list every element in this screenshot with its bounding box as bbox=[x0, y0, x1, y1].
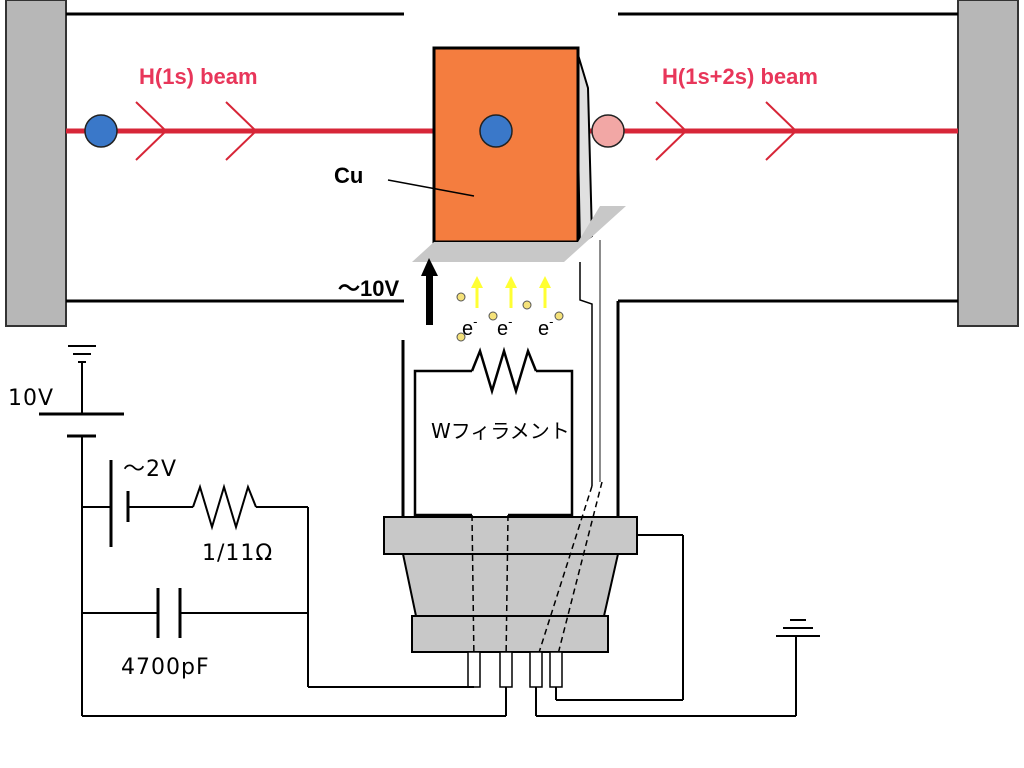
electron-arrow-icon bbox=[539, 276, 551, 308]
battery-10v-label: 10V bbox=[8, 386, 54, 411]
atom-2s-icon bbox=[591, 114, 625, 148]
target-label-leader bbox=[387, 179, 475, 197]
feedthrough-internal-line bbox=[555, 481, 603, 663]
electron-dot-icon bbox=[488, 311, 498, 321]
target-block bbox=[432, 46, 580, 244]
feedthrough-internal-line bbox=[471, 514, 475, 663]
feedthrough-pin bbox=[529, 651, 543, 688]
beam-line: H(1s) beam H(1s+2s) beam bbox=[66, 64, 958, 161]
vacuum-chamber bbox=[5, 0, 1019, 520]
resistor-icon bbox=[192, 483, 257, 531]
battery-2v-label: ～2V bbox=[123, 457, 177, 482]
beam-label-right: H(1s+2s) beam bbox=[662, 64, 818, 89]
electron-label: e- bbox=[462, 314, 477, 340]
filament-assembly: Wフィラメント bbox=[413, 240, 601, 517]
accel-arrow-icon bbox=[421, 258, 438, 325]
electron-arrow-icon bbox=[505, 276, 517, 308]
electron-dot-icon bbox=[522, 300, 532, 310]
feedthrough-flange bbox=[383, 481, 638, 688]
electron-dot-icon bbox=[554, 311, 564, 321]
filament-loop bbox=[508, 369, 574, 517]
plate-lead-wire bbox=[579, 262, 593, 486]
resistor-label: 1/11Ω bbox=[202, 541, 273, 566]
flange-top bbox=[383, 516, 638, 555]
beam-direction-chevron bbox=[655, 101, 688, 161]
electron-label: e- bbox=[497, 314, 512, 340]
cu-target: Cu bbox=[334, 46, 626, 262]
capacitor-label: 4700pF bbox=[121, 655, 210, 680]
beam-direction-chevron bbox=[765, 101, 798, 161]
chamber-wall-right bbox=[957, 0, 1019, 327]
flange-cone bbox=[401, 553, 620, 617]
flange-bottom bbox=[411, 615, 609, 653]
atom-in-target-icon bbox=[479, 114, 513, 148]
target-label: Cu bbox=[334, 163, 363, 188]
chamber-wall-left bbox=[5, 0, 67, 327]
feedthrough-pin bbox=[499, 651, 513, 688]
beam-direction-chevron bbox=[135, 101, 168, 161]
feedthrough-pin bbox=[549, 651, 563, 688]
filament-label: Wフィラメント bbox=[431, 419, 570, 443]
accel-voltage-label: ～10V bbox=[338, 276, 399, 301]
atom-1s-icon bbox=[84, 114, 118, 148]
feedthrough-pin bbox=[467, 651, 481, 688]
feedthrough-internal-line bbox=[535, 485, 593, 663]
extraction-plate bbox=[412, 206, 626, 262]
electron-dot-icon bbox=[456, 332, 466, 342]
beam-label-left: H(1s) beam bbox=[139, 64, 258, 89]
electron-arrow-icon bbox=[471, 276, 483, 308]
electron-emission: ～10V e- e- e- bbox=[338, 258, 564, 342]
electron-label: e- bbox=[538, 314, 553, 340]
external-circuit bbox=[39, 345, 820, 717]
beam-direction-chevron bbox=[225, 101, 258, 161]
filament-loop bbox=[413, 369, 472, 517]
w-filament-resistor-icon bbox=[470, 346, 538, 396]
electron-dot-icon bbox=[456, 292, 466, 302]
feedthrough-internal-line bbox=[505, 514, 509, 663]
